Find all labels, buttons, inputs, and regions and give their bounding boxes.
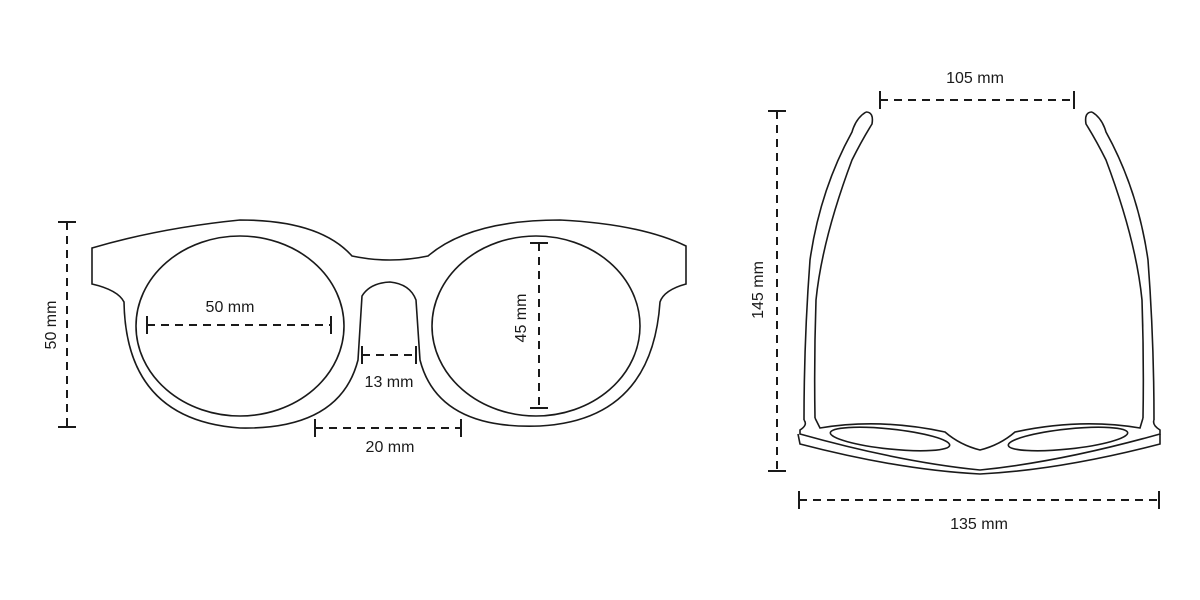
dim-bridge-width: 13 mm <box>361 346 417 391</box>
dim-lens-width: 50 mm <box>146 299 332 334</box>
top-view-frame <box>797 111 1161 475</box>
dim-temple-length: 145 mm <box>750 110 786 472</box>
frame-width-label: 135 mm <box>950 516 1008 533</box>
dim-bridge-span: 20 mm <box>314 419 462 456</box>
lens-height-label: 45 mm <box>513 294 530 343</box>
lens-width-label: 50 mm <box>206 299 255 316</box>
dim-lens-height: 45 mm <box>513 242 548 409</box>
frame-height-label: 50 mm <box>43 301 60 350</box>
front-view-frame <box>91 219 687 429</box>
dim-frame-width: 135 mm <box>798 491 1160 533</box>
bridge-width-label: 13 mm <box>365 374 414 391</box>
bridge-span-label: 20 mm <box>366 439 415 456</box>
temple-length-label: 145 mm <box>750 261 767 319</box>
dim-temple-opening: 105 mm <box>879 70 1075 109</box>
temple-opening-label: 105 mm <box>946 70 1004 87</box>
dim-frame-height: 50 mm <box>43 221 76 428</box>
